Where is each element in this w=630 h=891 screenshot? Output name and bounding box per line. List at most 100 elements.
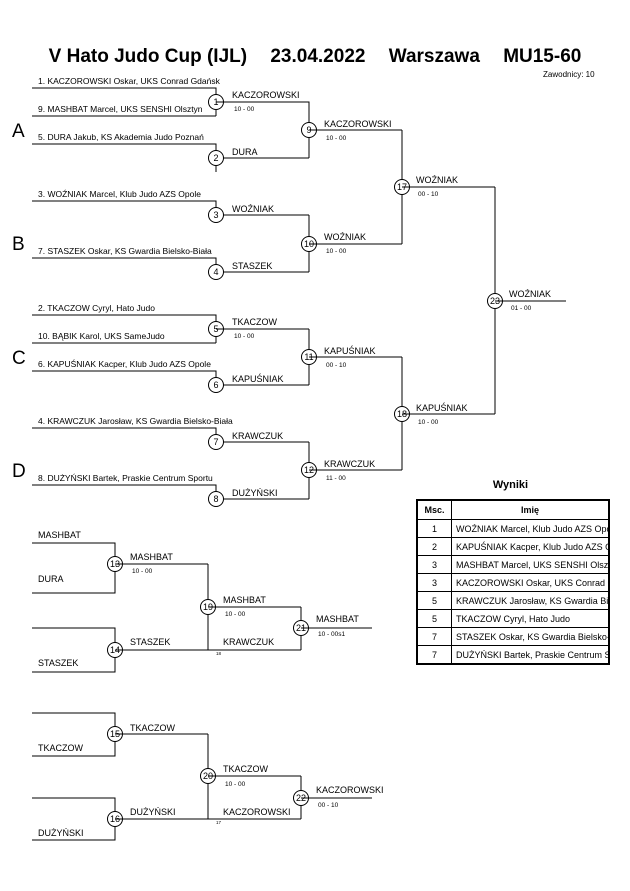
result-name: MASHBAT Marcel, UKS SENSHI Olsztyn: [451, 555, 610, 574]
match-winner: TKACZOW: [232, 317, 278, 327]
match-score: 01 - 00: [511, 305, 532, 312]
competitor-entry: 1. KACZOROWSKI Oskar, UKS Conrad Gdańsk: [38, 76, 221, 86]
repechage-competitor: TKACZOW: [38, 743, 84, 753]
competitor-entry: 7. STASZEK Oskar, KS Gwardia Bielsko-Bia…: [38, 246, 212, 256]
match-score: 10 - 00: [418, 419, 439, 426]
result-place: 7: [416, 627, 452, 646]
match-winner: KACZOROWSKI: [316, 785, 384, 795]
match-score: 10 - 00: [234, 333, 255, 340]
match-score: 10 - 00: [234, 106, 255, 113]
match-winner: KACZOROWSKI: [232, 90, 300, 100]
result-place: 3: [416, 573, 452, 592]
competitor-entry: 9. MASHBAT Marcel, UKS SENSHI Olsztyn: [38, 104, 203, 114]
match-score: 10 - 00s1: [318, 631, 345, 638]
match-winner: KAPUŚNIAK: [416, 402, 468, 413]
match-winner: KACZOROWSKI: [324, 119, 392, 129]
match-score: 00 - 10: [418, 191, 439, 198]
result-name: TKACZOW Cyryl, Hato Judo: [451, 609, 610, 628]
pool-label-a: A: [12, 121, 25, 142]
result-place: 7: [416, 645, 452, 665]
match-score: 11 - 00: [326, 475, 346, 482]
competitor-entry: 3. WOŹNIAK Marcel, Klub Judo AZS Opole: [38, 189, 201, 199]
match-number-circle: [208, 491, 224, 507]
match-winner: DUŻYŃSKI: [232, 488, 278, 498]
match-winner: KRAWCZUK: [324, 459, 375, 469]
match-number-circle: [208, 264, 224, 280]
bracket-line: [216, 101, 310, 130]
repechage-loser: KRAWCZUK: [223, 637, 274, 647]
match-number: 6: [213, 380, 218, 390]
competitor-entry: 10. BĄBIK Karol, UKS SameJudo: [38, 331, 165, 341]
match-score: 10 - 00: [326, 248, 347, 255]
match-winner: MASHBAT: [223, 595, 266, 605]
competitor-entry: 6. KAPUŚNIAK Kacper, Klub Judo AZS Opole: [38, 358, 211, 369]
result-name: KACZOROWSKI Oskar, UKS Conrad Gdańsk: [451, 573, 610, 592]
match-number-circle: [208, 434, 224, 450]
competitor-entry: 5. DURA Jakub, KS Akademia Judo Poznań: [38, 132, 204, 142]
repechage-competitor: DUŻYŃSKI: [38, 828, 84, 838]
match-winner: STASZEK: [130, 637, 170, 647]
match-score: 00 - 10: [318, 802, 339, 809]
match-number: 8: [213, 494, 218, 504]
match-winner: DUŻYŃSKI: [130, 807, 176, 817]
match-number-circle: [208, 377, 224, 393]
page-title: V Hato Judo Cup (IJL) 23.04.2022 Warszaw…: [0, 46, 630, 68]
bracket-line: [32, 143, 309, 159]
match-score: 00 - 10: [326, 362, 347, 369]
bracket-line: [32, 542, 116, 594]
repechage-loser: KACZOROWSKI: [223, 807, 291, 817]
match-number: 7: [213, 437, 218, 447]
event-name: V Hato Judo Cup (IJL): [48, 46, 248, 67]
col-name-header: Imię: [451, 499, 610, 520]
match-score: 10 - 00: [225, 611, 246, 618]
match-number: 4: [213, 267, 218, 277]
col-place-header: Msc.: [416, 499, 452, 520]
competitor-entry: 4. KRAWCZUK Jarosław, KS Gwardia Bielsko…: [38, 416, 233, 426]
results-title: Wyniki: [492, 479, 529, 491]
match-winner: WOŹNIAK: [416, 175, 458, 185]
result-name: DUŻYŃSKI Bartek, Praskie Centrum Sportu: [451, 645, 610, 665]
repechage-competitor: DURA: [38, 574, 64, 584]
match-winner: WOŹNIAK: [509, 289, 551, 299]
repechage-competitor: STASZEK: [38, 658, 78, 668]
pool-label-c: C: [12, 348, 26, 369]
match-winner: KAPUŚNIAK: [324, 345, 376, 356]
pool-label-b: B: [12, 234, 25, 255]
loser-ref: 18: [216, 651, 222, 656]
match-number-circle: [208, 150, 224, 166]
result-name: KRAWCZUK Jarosław, KS Gwardia Bielsko-Bi…: [451, 591, 610, 610]
result-name: KAPUŚNIAK Kacper, Klub Judo AZS Opole: [451, 537, 610, 556]
match-winner: TKACZOW: [223, 764, 269, 774]
pool-label-d: D: [12, 461, 26, 482]
result-place: 3: [416, 555, 452, 574]
match-number: 3: [213, 210, 218, 220]
result-name: STASZEK Oskar, KS Gwardia Bielsko-Biała: [451, 627, 610, 646]
competitor-count: Zawodnicy: 10: [543, 70, 595, 79]
match-winner: WOŹNIAK: [324, 232, 366, 242]
event-city: Warszawa: [388, 46, 480, 67]
match-winner: KRAWCZUK: [232, 431, 283, 441]
loser-ref: 17: [216, 820, 222, 825]
match-winner: STASZEK: [232, 261, 272, 271]
match-number: 2: [213, 153, 218, 163]
match-score: 10 - 00: [132, 568, 153, 575]
match-winner: TKACZOW: [130, 723, 176, 733]
result-place: 5: [416, 591, 452, 610]
competitor-entry: 2. TKACZOW Cyryl, Hato Judo: [38, 303, 155, 313]
result-name: WOŹNIAK Marcel, Klub Judo AZS Opole: [451, 519, 610, 538]
match-winner: MASHBAT: [130, 552, 173, 562]
match-winner: DURA: [232, 147, 258, 157]
match-score: 10 - 00: [326, 135, 347, 142]
competitor-entry: 8. DUŻYŃSKI Bartek, Praskie Centrum Spor…: [38, 473, 213, 483]
